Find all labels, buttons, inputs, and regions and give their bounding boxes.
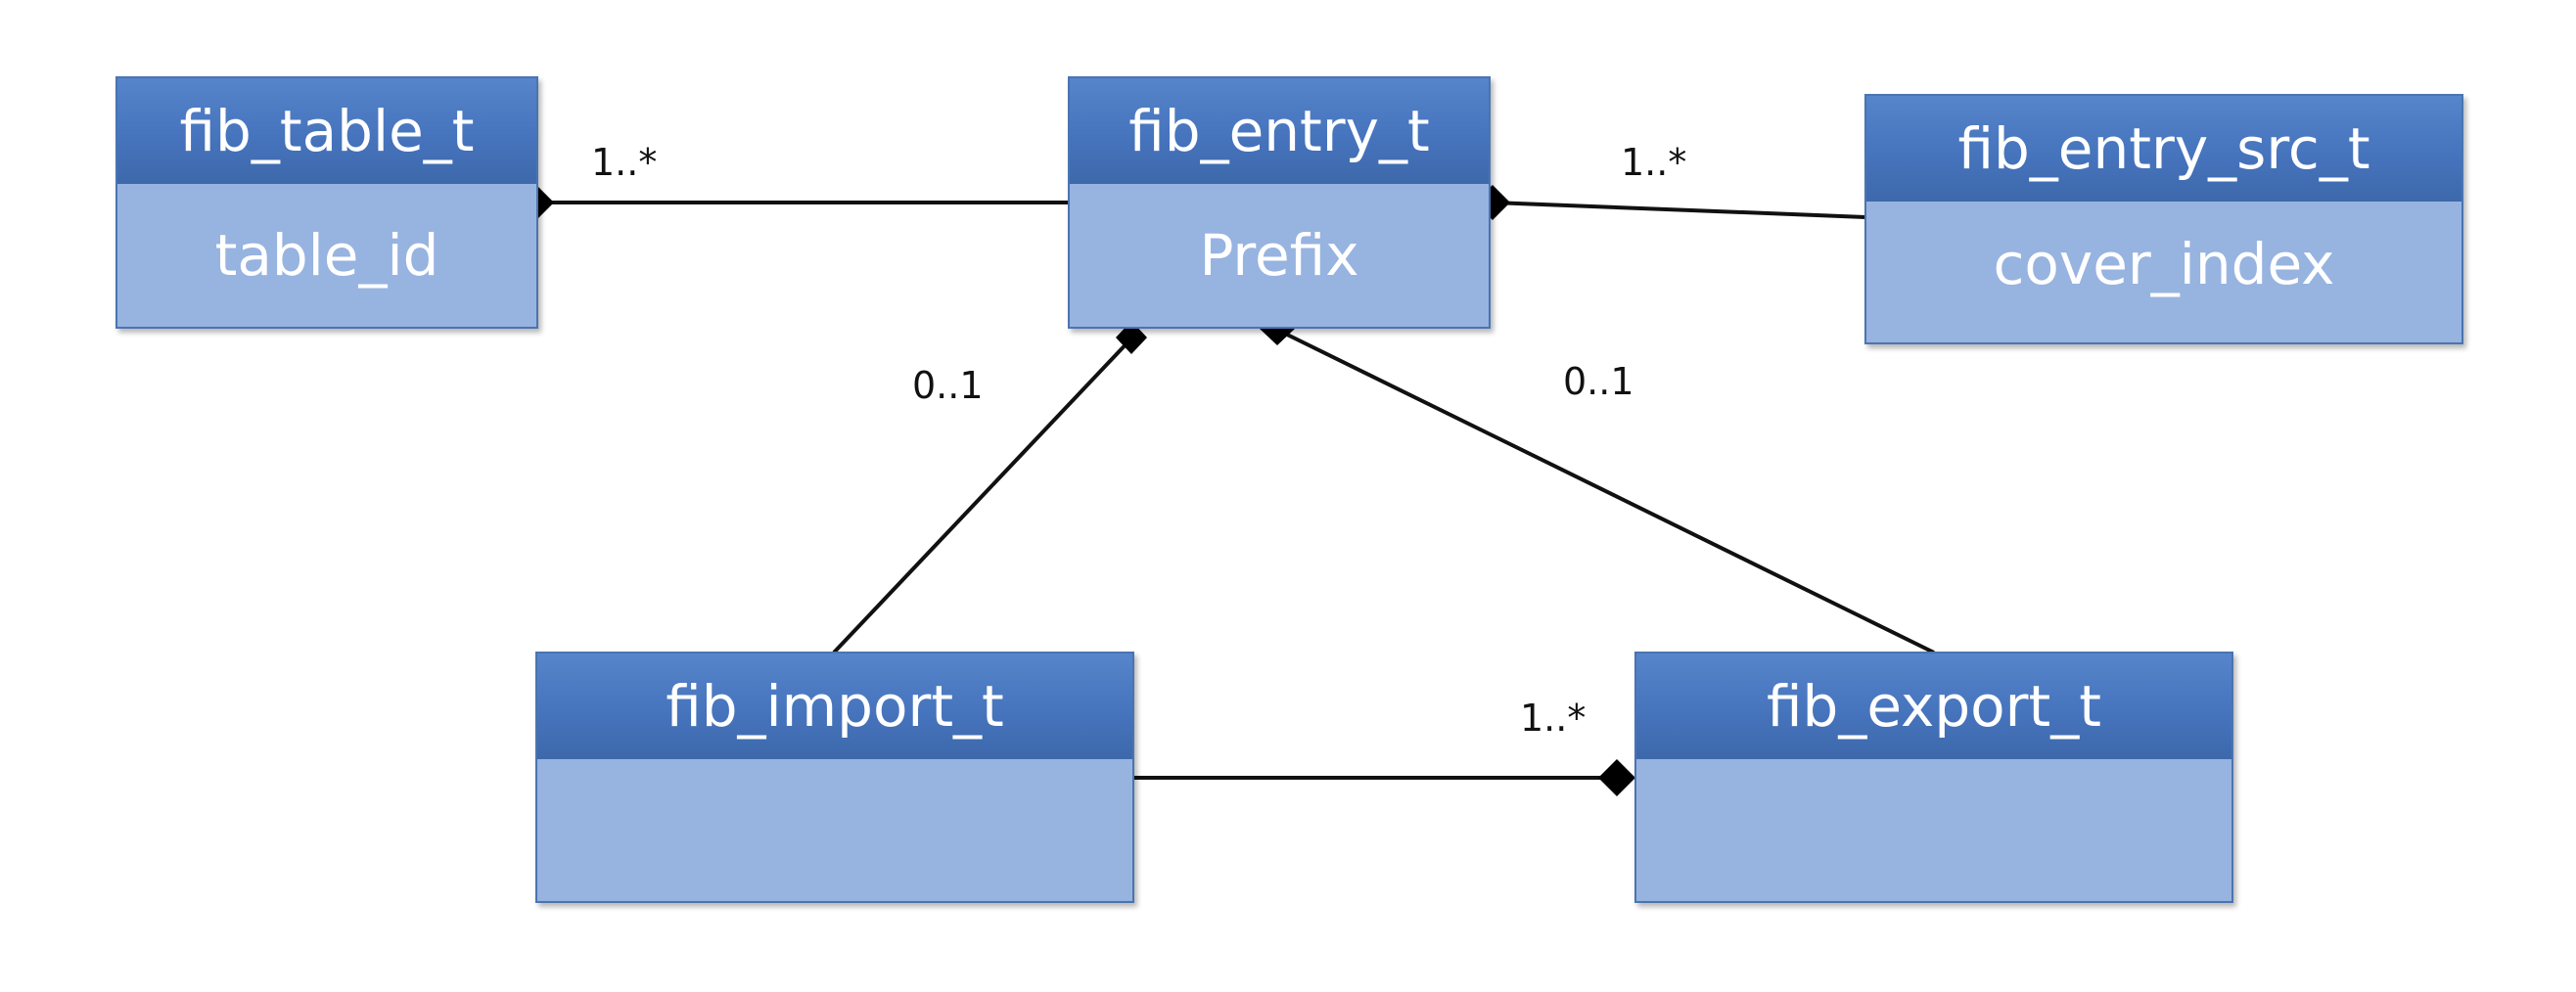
class-attribute: table_id (214, 222, 439, 289)
class-box-fib-table: fib_table_t table_id (115, 76, 538, 329)
class-header: fib_import_t (537, 654, 1132, 759)
class-attribute (1636, 759, 2231, 901)
class-header: fib_entry_t (1070, 78, 1489, 184)
class-attribute (537, 759, 1132, 901)
connector-entry-src (1492, 201, 1867, 219)
class-box-fib-entry: fib_entry_t Prefix (1068, 76, 1491, 329)
connector-export-entry (1276, 328, 1935, 654)
connector-import-entry (832, 337, 1133, 654)
diamond-icon (1116, 321, 1147, 354)
class-header: fib_entry_src_t (1866, 96, 2461, 202)
multiplicity-label: 1..* (1621, 141, 1687, 184)
class-box-fib-import: fib_import_t (535, 652, 1134, 903)
class-attribute: Prefix (1199, 222, 1359, 289)
class-header: fib_table_t (117, 78, 536, 184)
multiplicity-label: 0..1 (912, 364, 984, 407)
class-box-fib-export: fib_export_t (1634, 652, 2233, 903)
diamond-icon (1598, 759, 1635, 796)
class-attribute: cover_index (1993, 231, 2335, 297)
multiplicity-label: 1..* (591, 141, 658, 184)
class-header: fib_export_t (1636, 654, 2231, 759)
class-box-fib-entry-src: fib_entry_src_t cover_index (1864, 94, 2463, 344)
multiplicity-label: 0..1 (1563, 360, 1634, 403)
multiplicity-label: 1..* (1520, 697, 1587, 740)
